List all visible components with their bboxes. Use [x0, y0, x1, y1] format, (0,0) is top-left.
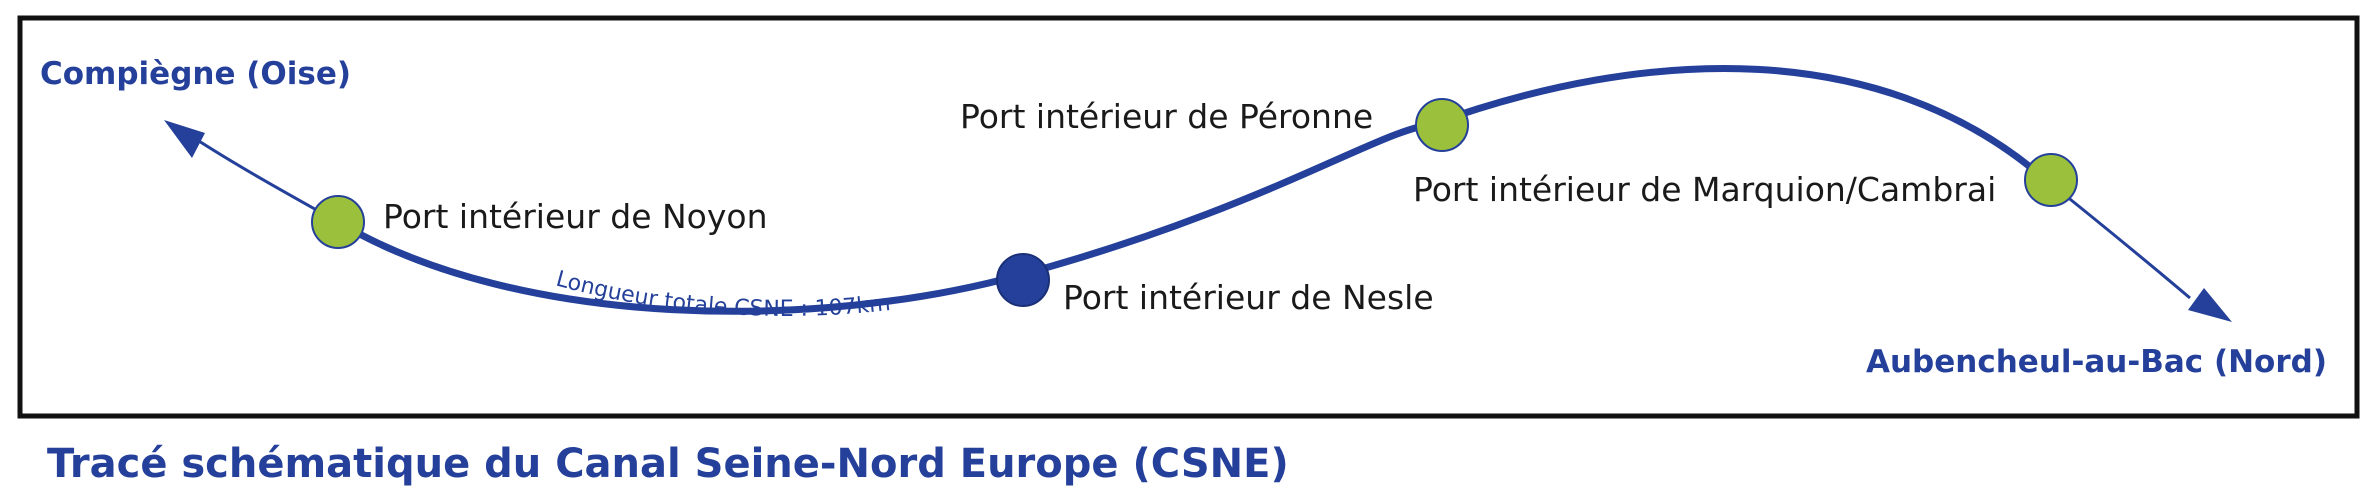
end-endpoint-label: Aubencheul-au-Bac (Nord) — [1866, 344, 2327, 380]
port-nesle-marker — [996, 253, 1050, 307]
route-main-curve — [334, 65, 2044, 315]
port-nesle-label: Port intérieur de Nesle — [1063, 278, 1434, 317]
port-noyon-label: Port intérieur de Noyon — [383, 197, 768, 236]
port-marquion-cambrai-label: Port intérieur de Marquion/Cambrai — [1413, 170, 1996, 209]
start-arrow-icon — [164, 120, 205, 158]
port-peronne-marker — [1415, 98, 1469, 152]
diagram-frame — [17, 15, 2360, 419]
diagram-caption: Tracé schématique du Canal Seine-Nord Eu… — [47, 441, 1289, 487]
port-marquion-cambrai-marker — [2024, 153, 2078, 207]
canal-length-label: Longueur totale CSNE : 107km — [553, 267, 891, 322]
start-endpoint-label: Compiègne (Oise) — [40, 56, 351, 92]
port-peronne-label: Port intérieur de Péronne — [960, 97, 1373, 136]
port-noyon-marker — [311, 195, 365, 249]
end-arrow-icon — [2188, 288, 2232, 322]
